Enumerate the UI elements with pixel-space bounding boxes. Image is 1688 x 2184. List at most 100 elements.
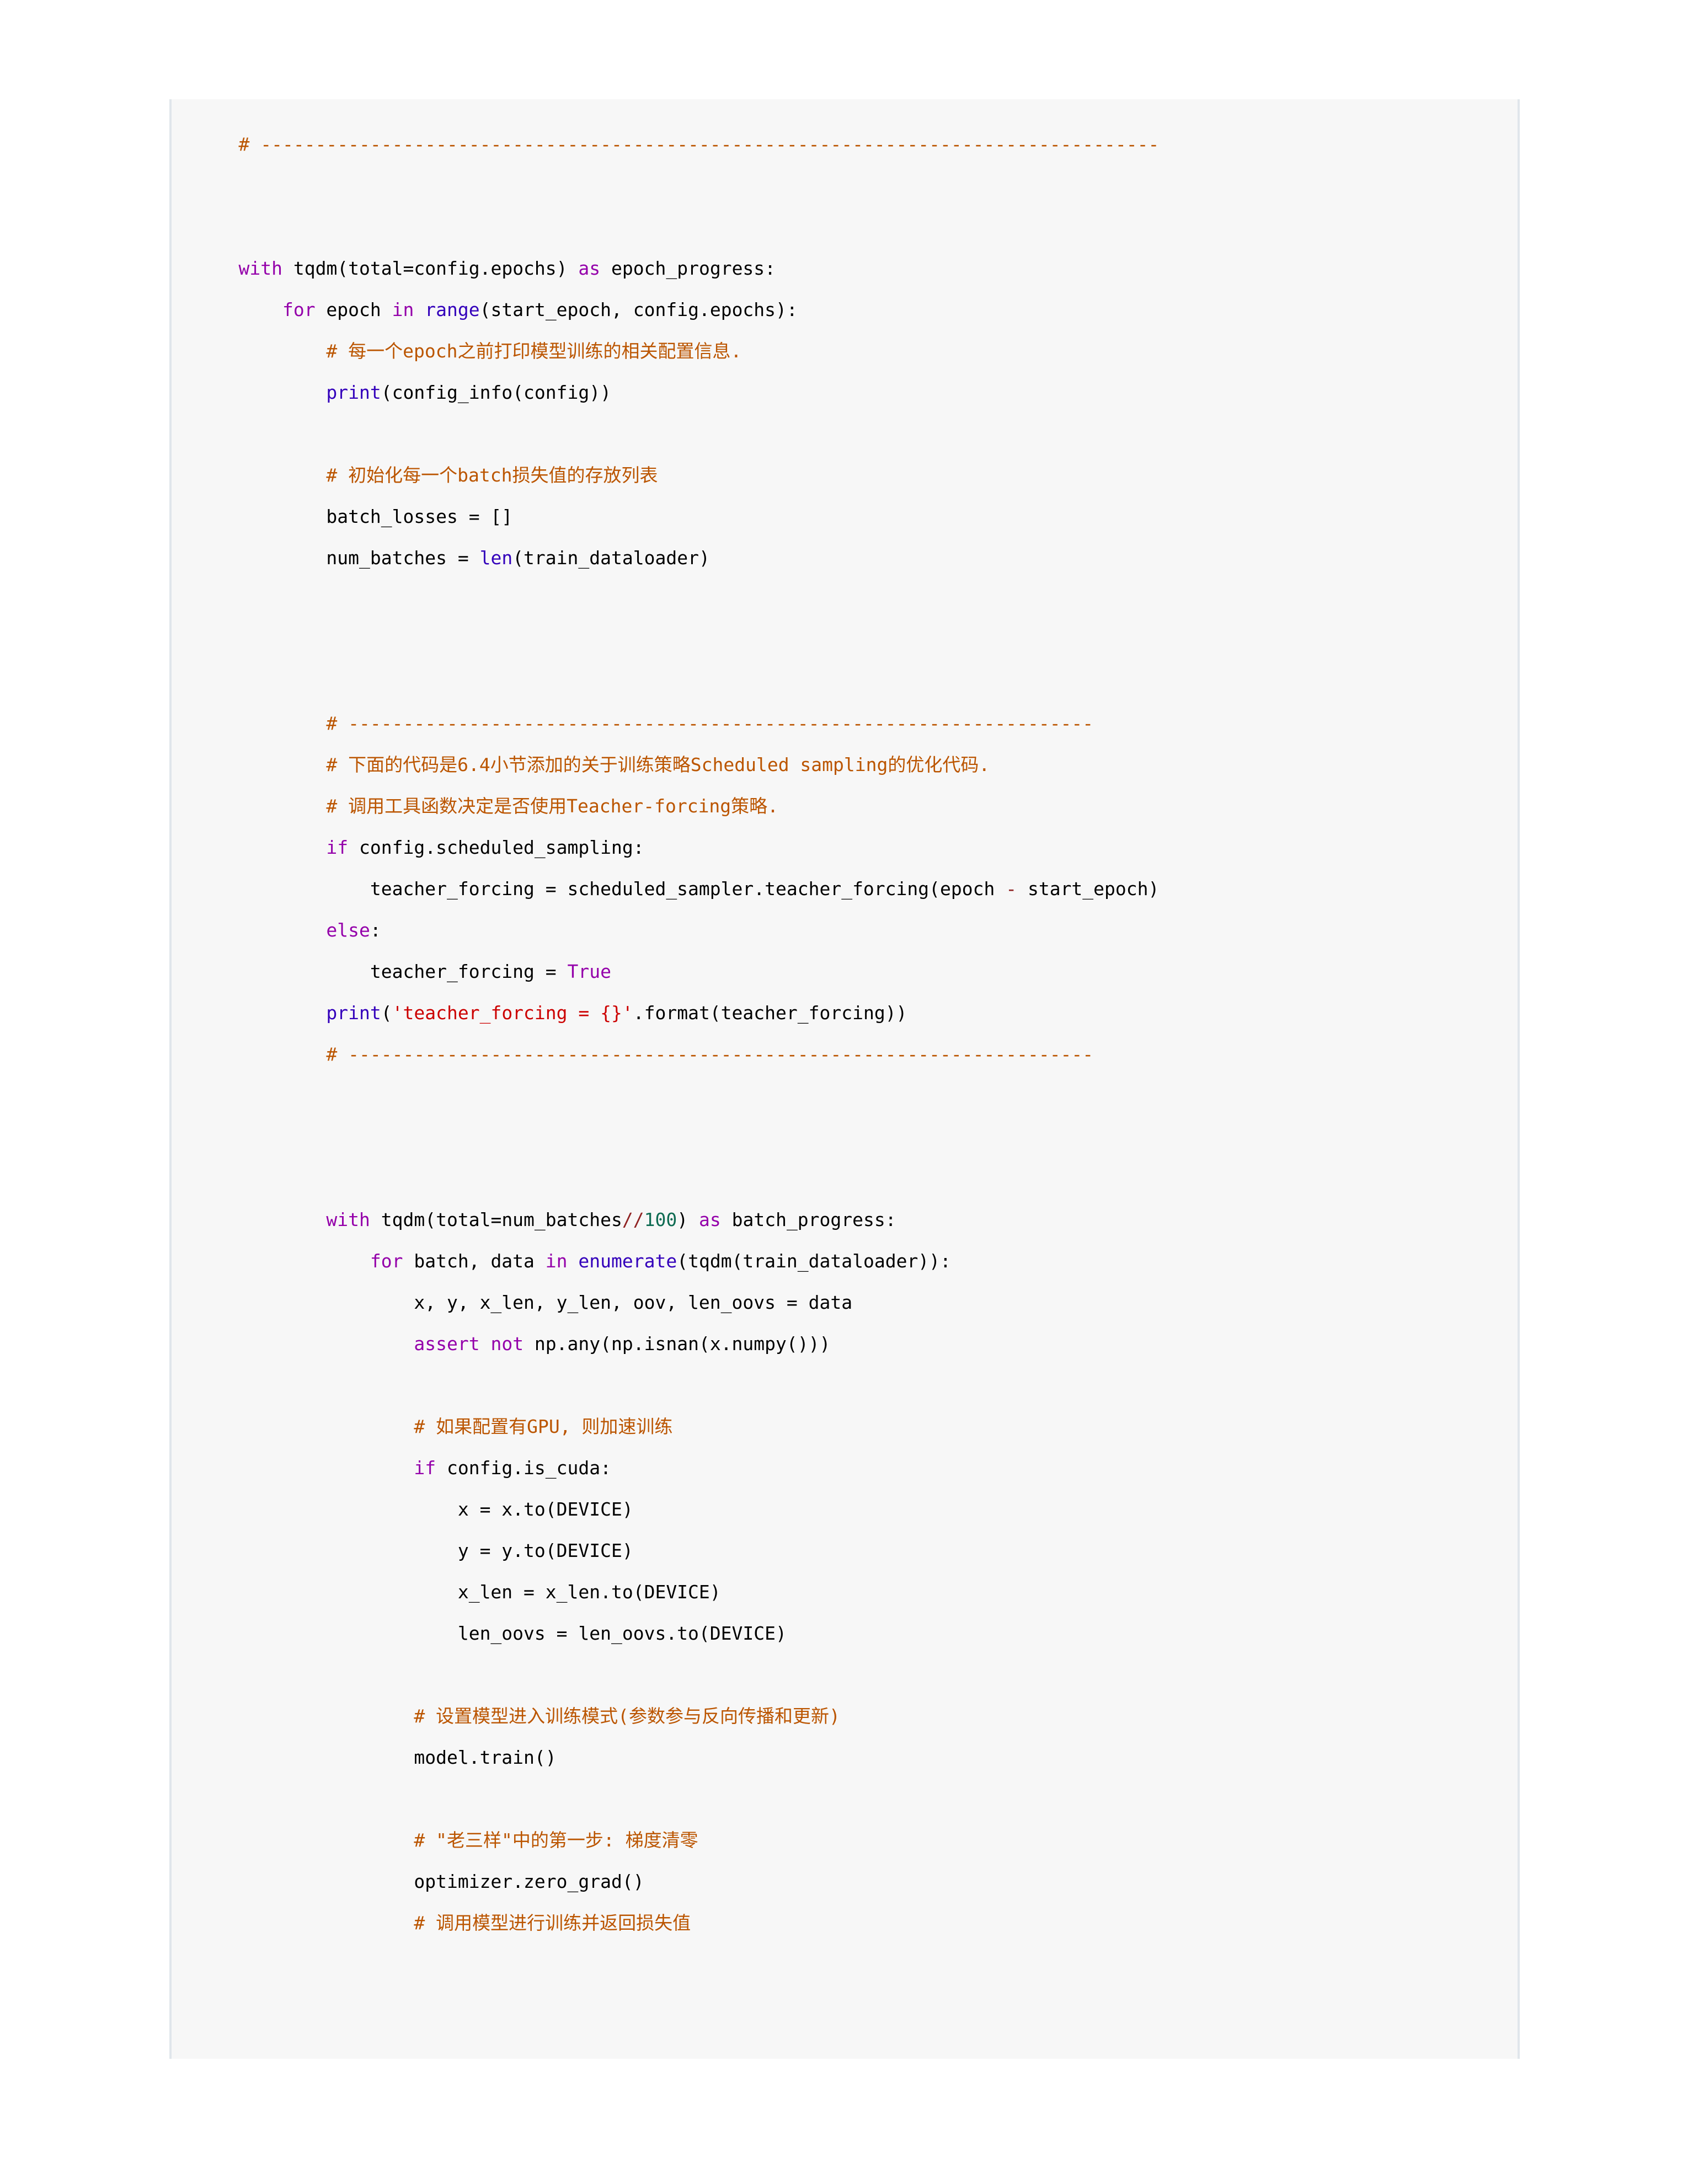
- code-line: # 如果配置有GPU, 则加速训练: [195, 1416, 672, 1437]
- code-line: # --------------------------------------…: [195, 1043, 1093, 1065]
- code-token: else: [326, 919, 370, 941]
- code-token: with: [326, 1209, 370, 1230]
- code-line: # --------------------------------------…: [195, 713, 1093, 734]
- code-blank-line: [195, 579, 1510, 620]
- code-token: [195, 1002, 326, 1024]
- code-token: [195, 258, 238, 279]
- code-token: x, y, x_len, y_len, oov, len_oovs = data: [195, 1292, 853, 1313]
- code-token: //: [622, 1209, 644, 1230]
- code-token: [195, 382, 326, 403]
- code-blank-line: [195, 1778, 1510, 1819]
- code-token: 'teacher_forcing = {}': [392, 1002, 633, 1024]
- code-token: (start_epoch, config.epochs):: [479, 299, 798, 320]
- code-blank-line: [195, 413, 1510, 454]
- code-line: assert not np.any(np.isnan(x.numpy())): [195, 1333, 830, 1355]
- code-token: # --------------------------------------…: [195, 133, 1160, 155]
- code-token: ): [677, 1209, 699, 1230]
- code-token: teacher_forcing = scheduled_sampler.teac…: [195, 878, 1006, 900]
- code-token: as: [578, 258, 601, 279]
- code-token: teacher_forcing =: [195, 961, 568, 982]
- code-token: # 如果配置有GPU, 则加速训练: [195, 1416, 673, 1437]
- code-token: config.scheduled_sampling:: [348, 837, 644, 858]
- code-token: for: [370, 1250, 403, 1272]
- code-line: x_len = x_len.to(DEVICE): [195, 1581, 721, 1603]
- code-line: # 调用工具函数决定是否使用Teacher-forcing策略.: [195, 795, 778, 817]
- code-blank-line: [195, 620, 1510, 661]
- code-token: assert: [414, 1333, 480, 1355]
- code-line: # 设置模型进入训练模式(参数参与反向传播和更新): [195, 1705, 840, 1727]
- code-token: [195, 837, 326, 858]
- code-token: model.train(): [195, 1747, 557, 1768]
- code-token: if: [414, 1457, 436, 1479]
- code-token: tqdm(total=config.epochs): [282, 258, 579, 279]
- code-line: with tqdm(total=config.epochs) as epoch_…: [195, 258, 776, 279]
- code-blank-line: [195, 1654, 1510, 1695]
- code-token: num_batches =: [195, 547, 480, 569]
- code-token: len_oovs = len_oovs.to(DEVICE): [195, 1623, 787, 1644]
- code-token: 100: [644, 1209, 677, 1230]
- code-token: (config_info(config)): [381, 382, 611, 403]
- code-token: [195, 299, 282, 320]
- code-token: # 初始化每一个batch损失值的存放列表: [195, 464, 658, 486]
- code-line: # 每一个epoch之前打印模型训练的相关配置信息.: [195, 340, 741, 362]
- code-listing[interactable]: # --------------------------------------…: [172, 124, 1518, 1944]
- code-token: epoch: [315, 299, 392, 320]
- code-token: as: [698, 1209, 721, 1230]
- code-line: batch_losses = []: [195, 506, 512, 527]
- code-token: print: [326, 1002, 381, 1024]
- code-token: y = y.to(DEVICE): [195, 1540, 633, 1561]
- code-token: print: [326, 382, 381, 403]
- code-token: np.any(np.isnan(x.numpy())): [524, 1333, 831, 1355]
- code-token: [480, 1333, 491, 1355]
- code-token: -: [1006, 878, 1017, 900]
- code-token: # 调用模型进行训练并返回损失值: [195, 1912, 691, 1934]
- code-line: print(config_info(config)): [195, 382, 611, 403]
- code-token: True: [567, 961, 611, 982]
- code-line: for batch, data in enumerate(tqdm(train_…: [195, 1250, 951, 1272]
- code-line: # "老三样"中的第一步: 梯度清零: [195, 1829, 698, 1851]
- code-token: # "老三样"中的第一步: 梯度清零: [195, 1829, 698, 1851]
- code-token: .format(teacher_forcing)): [633, 1002, 907, 1024]
- code-blank-line: [195, 1075, 1510, 1116]
- code-line: teacher_forcing = scheduled_sampler.teac…: [195, 878, 1159, 900]
- code-token: x_len = x_len.to(DEVICE): [195, 1581, 721, 1603]
- code-block: # --------------------------------------…: [169, 99, 1520, 2059]
- code-token: # 调用工具函数决定是否使用Teacher-forcing策略.: [195, 795, 779, 817]
- code-token: # 下面的代码是6.4小节添加的关于训练策略Scheduled sampling…: [195, 754, 990, 775]
- code-line: # --------------------------------------…: [195, 133, 1159, 155]
- code-line: x, y, x_len, y_len, oov, len_oovs = data: [195, 1292, 852, 1313]
- code-token: if: [326, 837, 349, 858]
- code-token: batch_progress:: [720, 1209, 896, 1230]
- code-token: [195, 1333, 414, 1355]
- code-token: range: [425, 299, 480, 320]
- code-line: x = x.to(DEVICE): [195, 1498, 633, 1520]
- code-line: for epoch in range(start_epoch, config.e…: [195, 299, 798, 320]
- code-token: x = x.to(DEVICE): [195, 1498, 633, 1520]
- code-line: teacher_forcing = True: [195, 961, 611, 982]
- code-line: with tqdm(total=num_batches//100) as bat…: [195, 1209, 896, 1230]
- code-line: if config.scheduled_sampling:: [195, 837, 644, 858]
- code-blank-line: [195, 165, 1510, 206]
- code-token: optimizer.zero_grad(): [195, 1871, 644, 1892]
- code-token: [568, 1250, 579, 1272]
- code-line: # 调用模型进行训练并返回损失值: [195, 1912, 691, 1934]
- code-line: # 下面的代码是6.4小节添加的关于训练策略Scheduled sampling…: [195, 754, 990, 775]
- code-blank-line: [195, 1158, 1510, 1199]
- code-token: batch, data: [403, 1250, 546, 1272]
- code-token: [414, 299, 425, 320]
- code-token: [195, 1209, 326, 1230]
- code-blank-line: [195, 206, 1510, 248]
- code-token: start_epoch): [1017, 878, 1160, 900]
- code-token: not: [490, 1333, 524, 1355]
- code-line: len_oovs = len_oovs.to(DEVICE): [195, 1623, 787, 1644]
- code-token: [195, 1457, 414, 1479]
- code-token: tqdm(total=num_batches: [370, 1209, 622, 1230]
- code-blank-line: [195, 1364, 1510, 1406]
- code-token: (: [381, 1002, 392, 1024]
- code-token: (train_dataloader): [512, 547, 710, 569]
- code-token: (tqdm(train_dataloader)):: [677, 1250, 951, 1272]
- code-line: else:: [195, 919, 381, 941]
- code-blank-line: [195, 661, 1510, 703]
- code-token: [195, 919, 326, 941]
